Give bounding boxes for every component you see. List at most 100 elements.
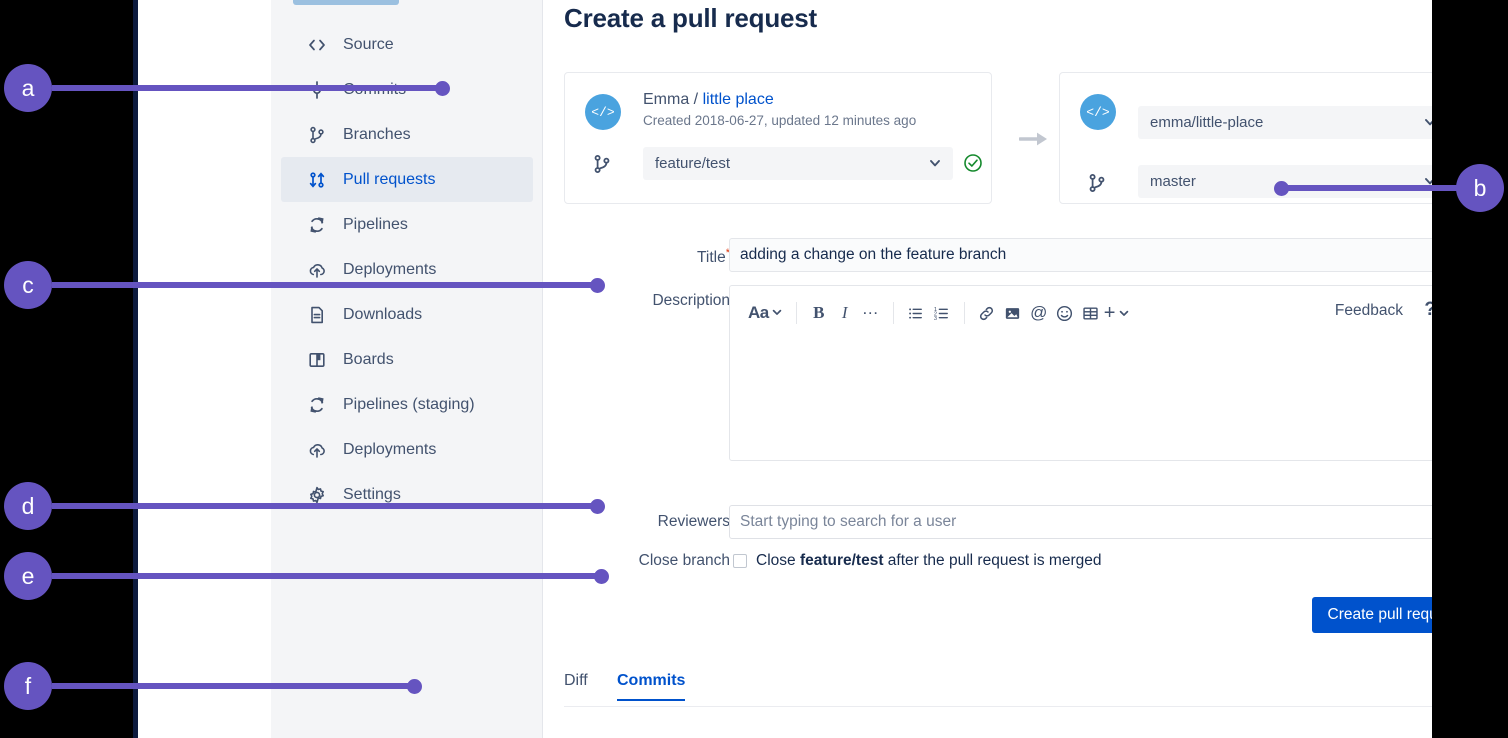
image-icon[interactable]	[1000, 298, 1026, 328]
source-repo-meta: Created 2018-06-27, updated 12 minutes a…	[643, 113, 917, 128]
downloads-icon	[305, 303, 329, 327]
chevron-down-icon	[1423, 115, 1432, 133]
close-text-before: Close	[756, 552, 800, 569]
sidebar-item-label: Downloads	[343, 305, 423, 323]
italic-button[interactable]: I	[841, 303, 848, 322]
sidebar-item-pipelines[interactable]: Pipelines	[281, 202, 533, 247]
repository-avatar: </>	[585, 94, 621, 130]
toolbar-divider	[892, 302, 894, 324]
tab-commits[interactable]: Commits	[617, 672, 686, 701]
sidebar-item-deployments-2[interactable]: Deployments	[281, 427, 533, 472]
callout-e-endpoint	[594, 569, 609, 584]
gear-icon	[305, 483, 329, 507]
source-branch-card: </> Emma / little place Created 2018-06-…	[564, 72, 992, 204]
svg-text:1: 1	[934, 307, 937, 313]
sidebar-item-boards[interactable]: Boards	[281, 337, 533, 382]
callout-f-bubble: f	[4, 662, 52, 710]
callout-e-bubble: e	[4, 552, 52, 600]
source-owner: Emma	[643, 91, 690, 108]
callout-a-endpoint	[435, 81, 450, 96]
sidebar-item-label: Deployments	[343, 260, 437, 278]
sidebar-item-label: Source	[343, 35, 394, 53]
sidebar-item-pipelines-staging[interactable]: Pipelines (staging)	[281, 382, 533, 427]
help-icon[interactable]: ?	[1424, 299, 1432, 321]
close-branch-label: Close branch	[638, 552, 730, 569]
bold-button[interactable]: B	[813, 303, 825, 322]
sidebar-item-label: Pipelines (staging)	[343, 395, 475, 413]
sidebar-item-label: Deployments	[343, 440, 437, 458]
svg-text:2: 2	[934, 311, 937, 317]
destination-repo-value: emma/little-place	[1150, 114, 1264, 131]
sidebar-item-deployments[interactable]: Deployments	[281, 247, 533, 292]
text-style-label: Aa	[748, 303, 769, 322]
sidebar-item-source[interactable]: Source	[281, 22, 533, 67]
boards-icon	[305, 348, 329, 372]
text-style-button[interactable]: Aa	[744, 298, 787, 328]
destination-branch-value: master	[1150, 173, 1196, 190]
reviewers-input[interactable]: Start typing to search for a user	[729, 505, 1432, 539]
more-formatting-button[interactable]: …	[861, 299, 880, 318]
destination-repo-select[interactable]: emma/little-place	[1138, 106, 1432, 139]
close-text-after: after the pull request is merged	[883, 552, 1102, 569]
callout-b-leader	[1288, 185, 1468, 191]
sidebar-item-label: Settings	[343, 485, 401, 503]
source-branch-value: feature/test	[655, 155, 731, 172]
close-branch-checkbox[interactable]	[733, 554, 747, 568]
source-repo-link[interactable]: little place	[702, 91, 774, 108]
link-icon[interactable]	[974, 298, 1000, 328]
toolbar-divider	[963, 302, 965, 324]
source-branch-select[interactable]: feature/test	[643, 147, 953, 180]
callout-b-bubble: b	[1456, 164, 1504, 212]
callout-d-leader	[52, 503, 600, 509]
code-icon	[305, 33, 329, 57]
branches-icon	[305, 123, 329, 147]
toolbar-divider	[795, 302, 797, 324]
title-input[interactable]: adding a change on the feature branch	[729, 238, 1432, 272]
tab-diff[interactable]: Diff	[564, 672, 588, 689]
pipelines-icon	[305, 213, 329, 237]
sidebar-item-branches[interactable]: Branches	[281, 112, 533, 157]
mention-button[interactable]: @	[1030, 303, 1048, 322]
sidebar-item-pull-requests[interactable]: Pull requests	[281, 157, 533, 202]
page-title: Create a pull request	[564, 3, 817, 33]
pipelines-icon	[305, 393, 329, 417]
table-icon[interactable]	[1078, 298, 1104, 328]
bitbucket-app-window: Source Commits Branches	[133, 0, 1432, 738]
sidebar-nav: Source Commits Branches	[271, 22, 543, 517]
callout-a-bubble: a	[4, 64, 52, 112]
description-label: Description	[652, 292, 730, 309]
svg-text:3: 3	[934, 315, 937, 321]
close-branch-name: feature/test	[799, 552, 884, 569]
sidebar-item-settings[interactable]: Settings	[281, 472, 533, 517]
callout-f-endpoint	[407, 679, 422, 694]
callout-c-leader	[52, 282, 600, 288]
destination-branch-card: </> emma/little-place master	[1059, 72, 1432, 204]
reviewers-placeholder: Start typing to search for a user	[740, 513, 957, 530]
callout-e-leader	[52, 573, 604, 579]
emoji-icon[interactable]	[1052, 298, 1078, 328]
bulleted-list-icon[interactable]	[903, 298, 929, 328]
branch-icon	[1086, 172, 1110, 196]
feedback-link[interactable]: Feedback	[1334, 302, 1403, 319]
source-separator: /	[689, 91, 703, 108]
create-pull-request-button[interactable]: Create pull request	[1312, 597, 1432, 633]
window-left-edge	[133, 0, 138, 738]
check-circle-icon	[963, 153, 983, 173]
callout-a-leader	[52, 85, 442, 91]
sidebar-item-downloads[interactable]: Downloads	[281, 292, 533, 337]
sidebar-search-stub[interactable]	[293, 0, 399, 5]
sidebar-item-label: Pull requests	[343, 170, 436, 188]
callout-b-endpoint	[1274, 181, 1289, 196]
callout-f-leader	[52, 683, 414, 689]
branch-selection-row: </> Emma / little place Created 2018-06-…	[564, 72, 1432, 204]
insert-label: +	[1103, 301, 1116, 324]
callout-d-bubble: d	[4, 482, 52, 530]
chevron-down-icon	[771, 303, 783, 323]
chevron-down-icon	[1118, 302, 1130, 325]
callout-c-bubble: c	[4, 261, 52, 309]
branch-icon	[591, 153, 615, 177]
insert-menu-button[interactable]: +	[1104, 298, 1131, 328]
